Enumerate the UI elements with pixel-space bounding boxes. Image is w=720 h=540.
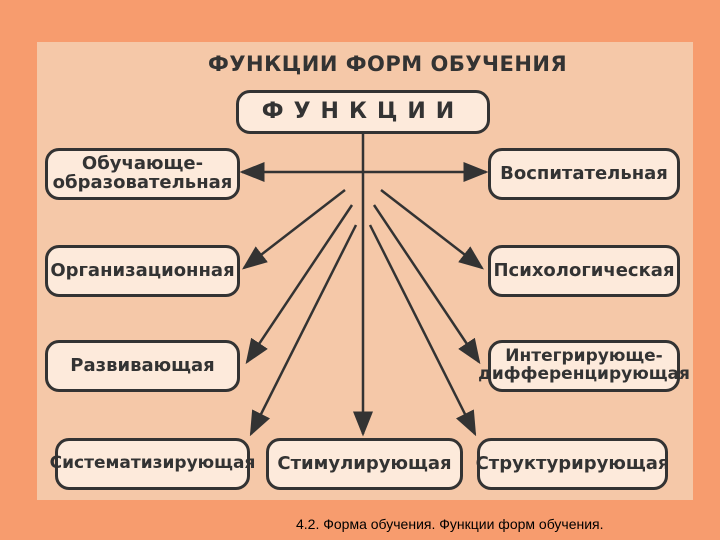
- node-obuchayushche-obrazovatelnaya: Обучающе- образовательная: [45, 148, 240, 200]
- slide-caption: 4.2. Форма обучения. Функции форм обучен…: [296, 516, 604, 532]
- arrow-to-sistematiziruyushchaya: [249, 224, 358, 437]
- arrow-to-strukturiruyushchaya: [368, 224, 477, 437]
- node-psikhologicheskaya: Психологическая: [488, 245, 680, 297]
- node-organizatsionnaya: Организационная: [45, 245, 240, 297]
- node-sistematiziruyushchaya: Систематизирующая: [50, 438, 255, 490]
- root-node-funktsii: ФУНКЦИИ: [236, 90, 490, 134]
- arrow-to-psikhologicheskaya: [380, 189, 484, 270]
- diagram-title: ФУНКЦИИ ФОРМ ОБУЧЕНИЯ: [208, 52, 568, 76]
- arrow-to-organizatsionnaya: [242, 189, 346, 270]
- node-integriruyushche-differentsiruyushchaya: Интегрирующе- дифференцирующая: [478, 340, 690, 392]
- node-razvivayushchaya: Развивающая: [45, 340, 240, 392]
- node-vospitatelnaya: Воспитательная: [488, 148, 680, 200]
- node-stimuliruyushchaya: Стимулирующая: [266, 438, 463, 490]
- arrow-to-integriruyushche: [372, 204, 481, 365]
- arrow-to-razvivayushchaya: [245, 204, 354, 365]
- node-strukturiruyushchaya: Структурирующая: [476, 438, 669, 490]
